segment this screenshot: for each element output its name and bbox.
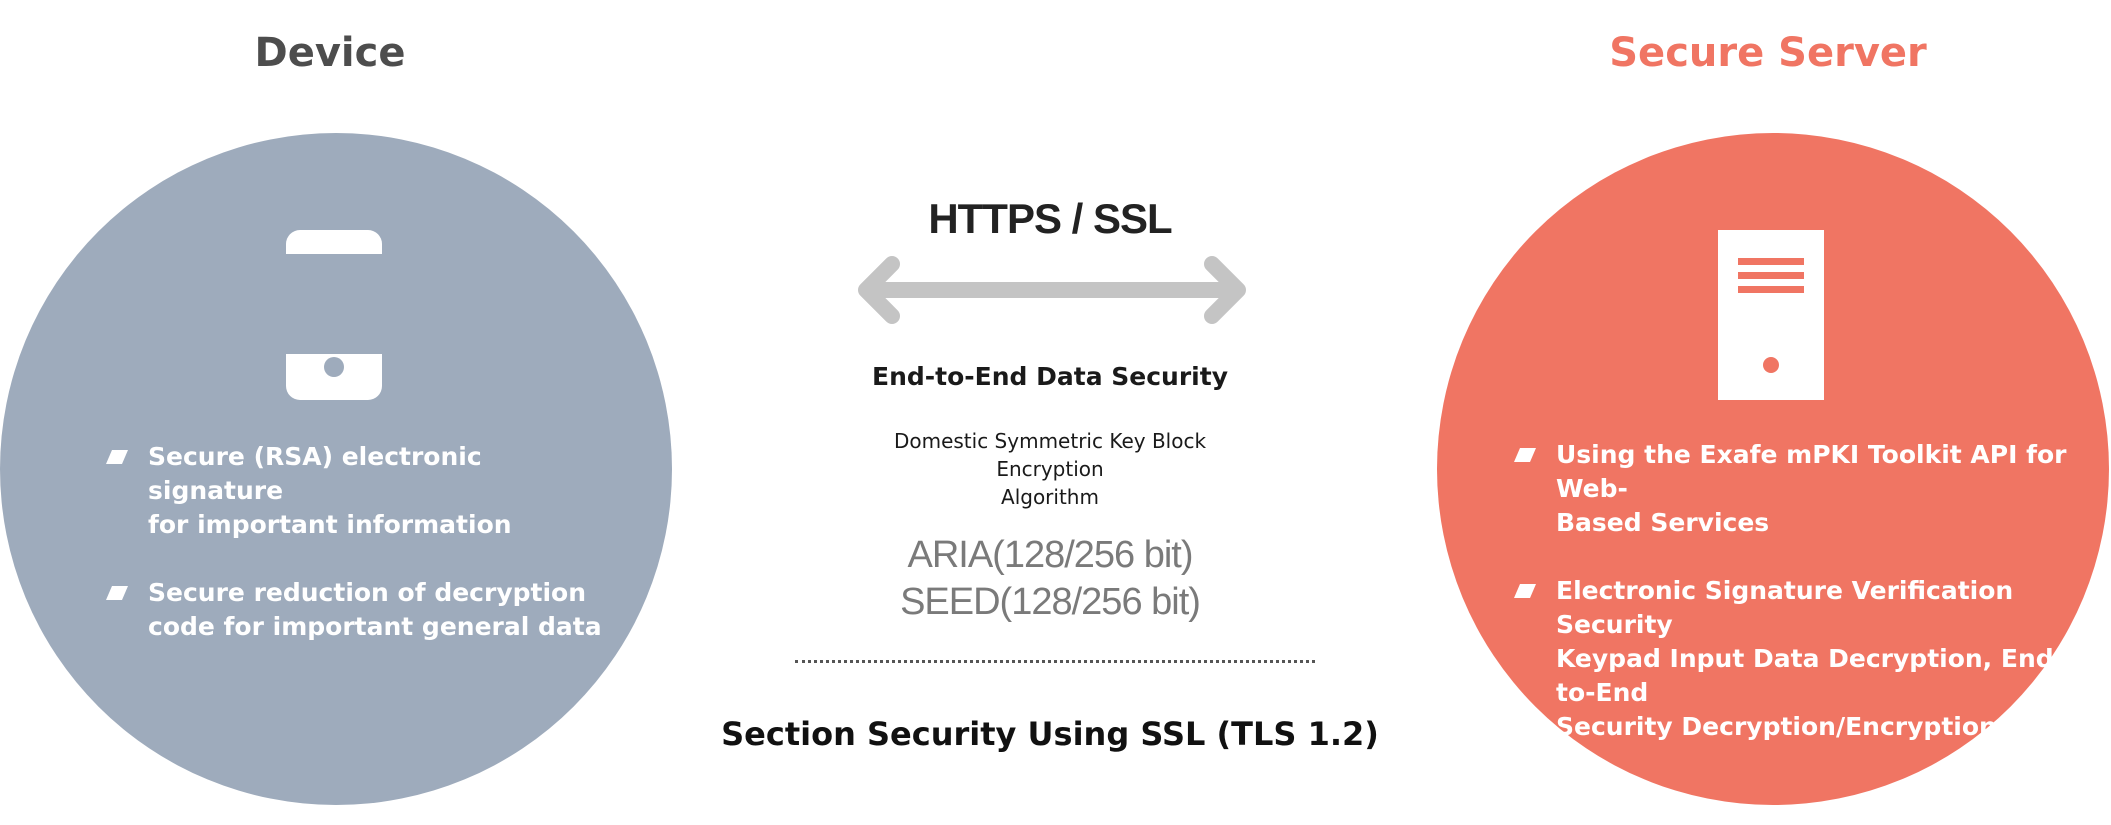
- cipher-list: ARIA(128/256 bit) SEED(128/256 bit): [840, 532, 1260, 626]
- device-bullet-item: Secure (RSA) electronic signature for im…: [104, 440, 624, 542]
- device-bullet-item: Secure reduction of decryption code for …: [104, 576, 624, 644]
- algorithm-text-line: Domestic Symmetric Key Block Encryption: [893, 429, 1207, 481]
- bullet-text-line: Secure reduction of decryption: [148, 578, 587, 607]
- server-bullet-item: Electronic Signature Verification Securi…: [1512, 574, 2072, 744]
- bullet-text-line: Security Decryption/Encryption: [1556, 712, 1997, 741]
- double-arrow-icon: [858, 256, 1246, 324]
- protocol-label: HTTPS / SSL: [928, 195, 1172, 242]
- server-bullet-item: Using the Exafe mPKI Toolkit API for Web…: [1512, 438, 2072, 540]
- algorithm-text-line: Algorithm: [1001, 485, 1099, 509]
- bullet-text-line: Electronic Signature Verification Securi…: [1556, 576, 2014, 639]
- bullet-text-line: Keypad Input Data Decryption, End-to-End: [1556, 644, 2065, 707]
- bullet-text-line: for important information: [148, 510, 512, 539]
- bullet-marker-icon: [104, 576, 138, 610]
- smartphone-icon: [286, 230, 382, 400]
- server-bullet-list: Using the Exafe mPKI Toolkit API for Web…: [1512, 438, 2072, 744]
- cipher-seed: SEED(128/256 bit): [900, 581, 1201, 623]
- bullet-marker-icon: [1512, 574, 1546, 608]
- dotted-divider: [795, 660, 1315, 663]
- end-to-end-heading: End-to-End Data Security: [872, 362, 1228, 391]
- bullet-text-line: Secure (RSA) electronic signature: [148, 442, 482, 505]
- server-icon: [1718, 230, 1824, 400]
- bullet-marker-icon: [1512, 438, 1546, 472]
- device-bullet-list: Secure (RSA) electronic signature for im…: [104, 440, 624, 644]
- cipher-aria: ARIA(128/256 bit): [907, 534, 1193, 576]
- bullet-text-line: code for important general data: [148, 612, 602, 641]
- algorithm-description: Domestic Symmetric Key Block Encryption …: [840, 427, 1260, 511]
- bullet-marker-icon: [104, 440, 138, 474]
- bullet-text-line: Using the Exafe mPKI Toolkit API for Web…: [1556, 440, 2067, 503]
- device-title: Device: [254, 30, 406, 76]
- section-security-label: Section Security Using SSL (TLS 1.2): [721, 715, 1379, 753]
- bullet-text-line: Based Services: [1556, 508, 1770, 537]
- secure-server-title: Secure Server: [1609, 30, 1927, 76]
